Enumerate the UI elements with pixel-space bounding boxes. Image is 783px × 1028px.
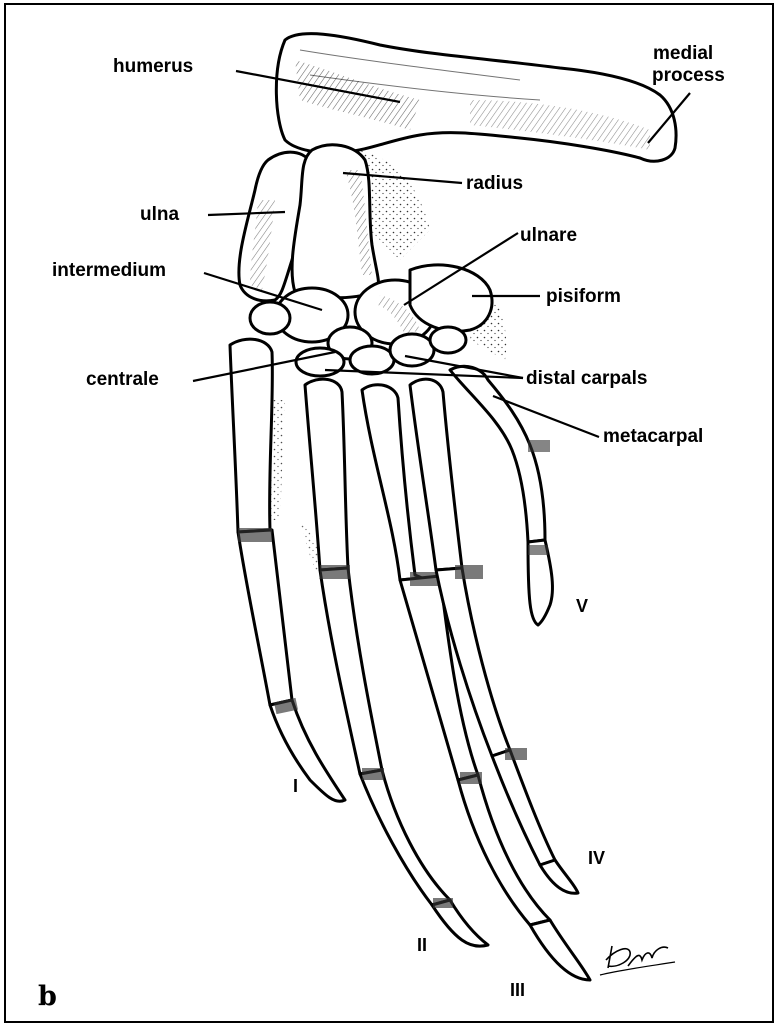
digit-label-1: I [293,776,298,796]
label-intermedium: intermedium [52,260,166,281]
label-medial-process-line2: process [652,65,725,86]
digit-label-2: II [417,935,427,955]
digit-label-5: V [576,596,588,616]
radius-bone [292,145,378,298]
digit-label-3: III [510,980,525,1000]
label-humerus: humerus [113,56,193,77]
label-metacarpal: metacarpal [603,426,703,447]
distal-carpals-leader-1 [325,370,523,378]
panel-letter: b [38,981,57,1012]
label-pisiform: pisiform [546,286,621,307]
label-ulnare: ulnare [520,225,577,246]
label-radius: radius [466,173,523,194]
humerus-bone [276,34,676,162]
digit-label-4: IV [588,848,605,868]
label-ulna: ulna [140,204,179,225]
artist-signature [600,946,675,975]
label-distal-carpals: distal carpals [526,368,647,389]
label-medial-process-line1: medial [653,43,713,64]
label-centrale: centrale [86,369,159,390]
